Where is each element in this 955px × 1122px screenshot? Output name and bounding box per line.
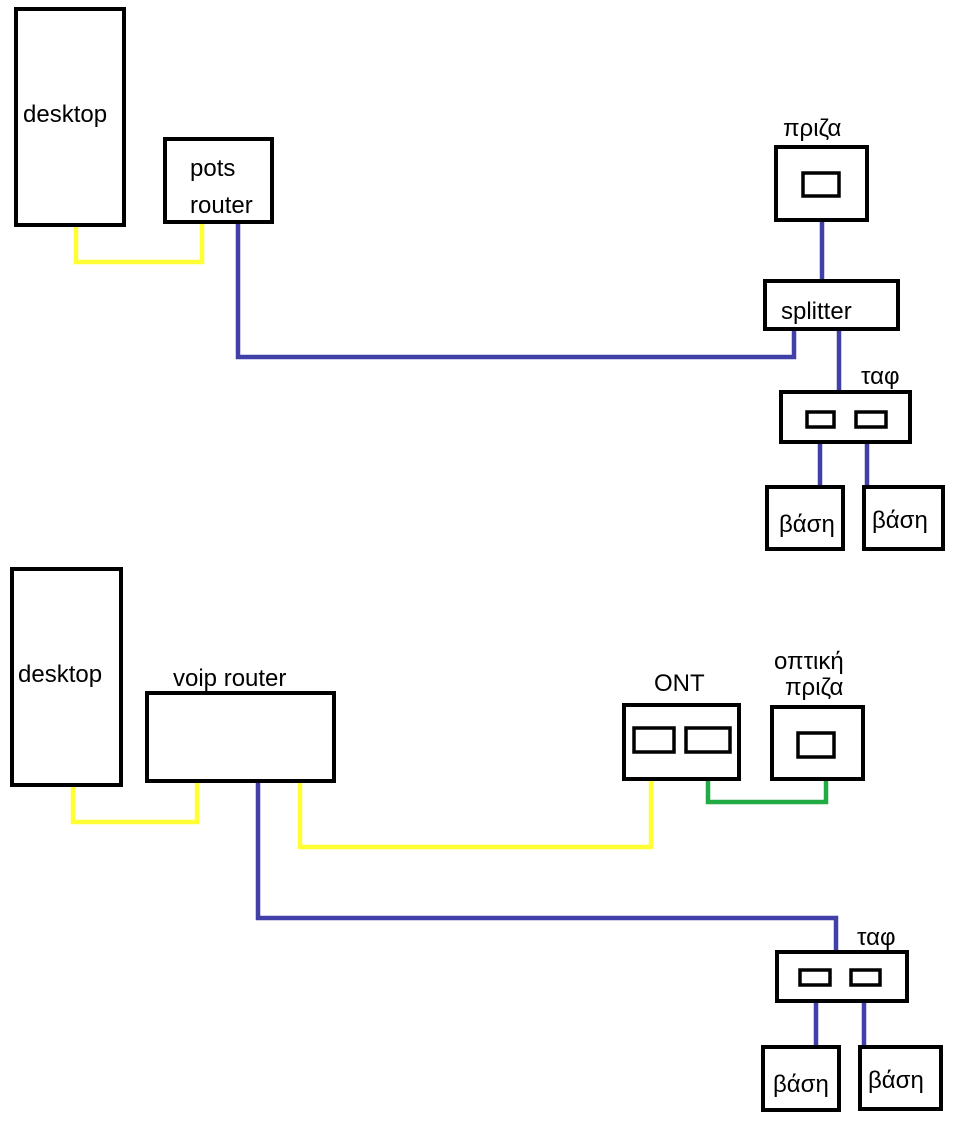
- voip-router-taf-phone-cable: [255, 780, 839, 955]
- top-taf-port-right: [854, 410, 888, 429]
- bottom-base-left-label: βάση: [773, 1071, 829, 1098]
- bottom-taf-label: ταφ: [857, 924, 896, 951]
- optical-socket-label-line1: οπτική: [774, 648, 844, 675]
- optical-socket-port: [796, 731, 836, 759]
- top-desktop-box: [14, 7, 126, 227]
- wall-socket-port: [801, 171, 841, 198]
- bottom-desktop-label: desktop: [18, 661, 102, 688]
- bottom-taf-box: [775, 950, 909, 1003]
- top-desktop-router-ethernet-cable: [73, 222, 205, 265]
- splitter-label: splitter: [781, 298, 852, 325]
- top-base-left-box: [765, 485, 845, 551]
- voip-router-label: voip router: [173, 665, 286, 692]
- top-taf-label: ταφ: [861, 363, 900, 390]
- bottom-base-left-box: [761, 1045, 841, 1112]
- wall-socket-label: πριζα: [783, 115, 842, 142]
- optical-socket-label-line2: πριζα: [785, 674, 844, 701]
- bottom-base-right-box: [858, 1045, 943, 1111]
- top-desktop-label: desktop: [23, 101, 107, 128]
- top-router-splitter-phone-cable: [235, 222, 797, 360]
- top-base-right-label: βάση: [872, 507, 928, 534]
- voip-router-ont-ethernet-cable: [297, 738, 654, 850]
- bottom-base-right-label: βάση: [868, 1067, 924, 1094]
- pots-router-label-line1: pots: [190, 155, 235, 182]
- voip-router-box: [145, 691, 336, 783]
- bottom-desktop-router-ethernet-cable: [70, 780, 200, 825]
- ont-port-ethernet: [632, 726, 676, 754]
- top-taf-box: [779, 390, 912, 444]
- ont-port-fiber: [684, 726, 732, 754]
- wall-socket-box: [774, 145, 869, 222]
- pots-router-box: [163, 137, 274, 224]
- top-base-right-box: [862, 485, 945, 551]
- top-base-left-label: βάση: [779, 511, 835, 538]
- bottom-taf-port-right: [849, 968, 882, 987]
- splitter-box: [763, 279, 900, 331]
- bottom-desktop-box: [10, 567, 123, 787]
- pots-router-label-line2: router: [190, 192, 253, 219]
- bottom-taf-port-left: [798, 968, 832, 987]
- ont-label: ONT: [654, 670, 705, 697]
- top-taf-port-left: [805, 410, 836, 429]
